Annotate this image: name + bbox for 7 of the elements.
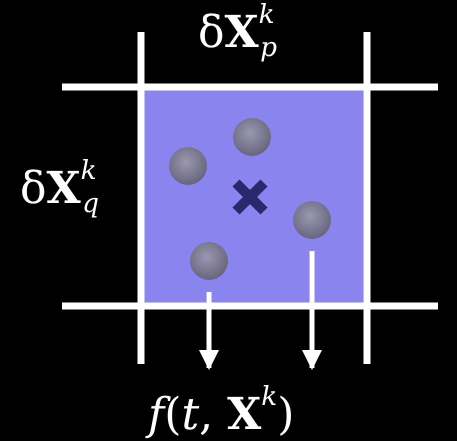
particle xyxy=(293,201,331,239)
grid-cell xyxy=(143,90,364,303)
arrow xyxy=(199,292,219,370)
particle xyxy=(169,147,207,185)
particle xyxy=(233,118,271,156)
arrow xyxy=(302,251,322,370)
particle xyxy=(190,242,228,280)
